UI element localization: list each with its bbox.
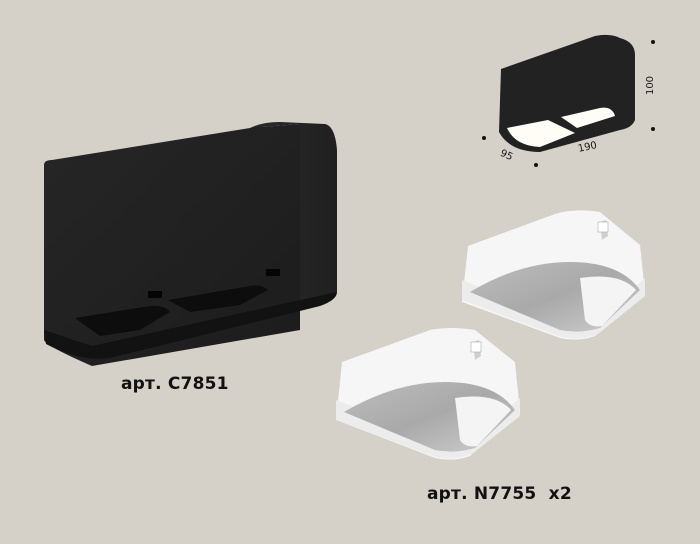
module-lower [336,328,520,460]
dimension-marker-dot [651,127,655,131]
dimension-marker-dot [651,40,655,44]
product-label-c7851: арт. C7851 [121,374,229,394]
product-label-n7755: арт. N7755 x2 [427,484,572,504]
dimension-marker-dot [482,136,486,140]
dimension-marker-dot [534,163,538,167]
module-upper [462,210,645,340]
